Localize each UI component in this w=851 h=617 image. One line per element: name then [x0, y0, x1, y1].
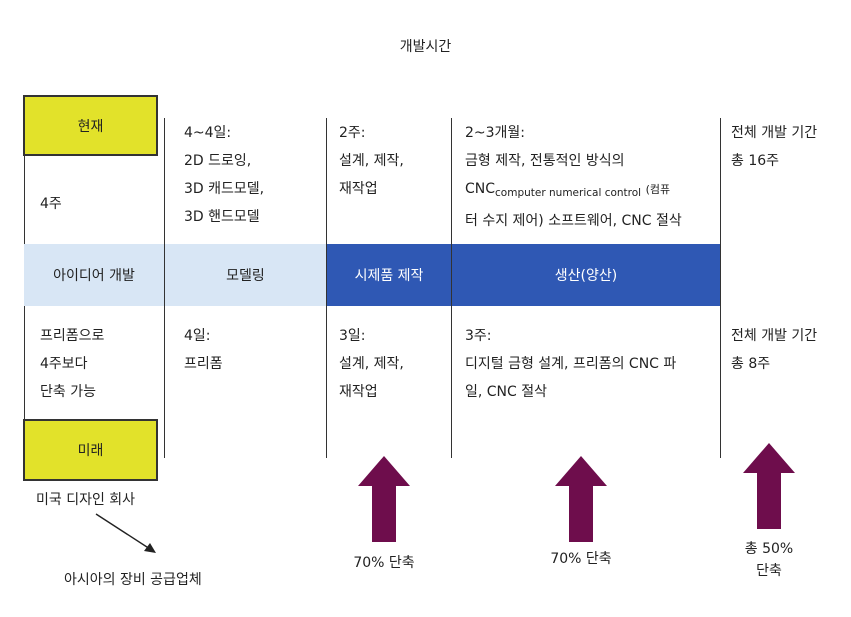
stage-modeling-label: 모델링 [226, 268, 265, 284]
current-label: 현재 [77, 118, 104, 135]
stage-prototype-label: 시제품 제작 [354, 268, 424, 284]
future-label-box: 미래 [23, 419, 158, 481]
divider-col3 [326, 118, 327, 458]
future-production-text: 3주: 디지털 금형 설계, 프리폼의 CNC 파 일, CNC 절삭 [465, 328, 677, 400]
supplier-note: 아시아의 장비 공급업체 [64, 572, 202, 588]
future-modeling-text: 4일: 프리폼 [184, 328, 223, 372]
divider-col5 [720, 118, 721, 458]
current-label-box: 현재 [23, 95, 158, 156]
current-production-text: 2~3개월: 금형 제작, 전통적인 방식의 CNCcomputer numer… [465, 125, 682, 229]
future-prototype-text: 3일: 설계, 제작, 재작업 [339, 328, 404, 400]
arrow-up-icon [358, 456, 410, 542]
total-reduction-label: 총 50% 단축 [744, 541, 794, 579]
divider-col4 [451, 118, 452, 458]
current-idea-duration: 4주 [40, 196, 62, 212]
production-reduction-label: 70% 단축 [550, 551, 612, 567]
stage-prototype: 시제품 제작 [327, 244, 451, 306]
future-total-text: 전체 개발 기간 총 8주 [731, 328, 818, 372]
current-modeling-text: 4~4일: 2D 드로잉, 3D 캐드모델, 3D 핸드모델 [184, 125, 265, 225]
arrow-up-icon [555, 456, 607, 542]
future-label: 미래 [77, 443, 104, 459]
prototype-reduction-label: 70% 단축 [353, 555, 415, 571]
stage-idea-label: 아이디어 개발 [53, 268, 135, 284]
arrow-diagonal-icon [95, 513, 156, 553]
current-total-text: 전체 개발 기간 총 16주 [731, 125, 818, 169]
diagram-title: 개발시간 [399, 39, 452, 55]
stage-modeling: 모델링 [165, 244, 326, 306]
company-note: 미국 디자인 회사 [36, 492, 136, 508]
current-prototype-text: 2주: 설계, 제작, 재작업 [339, 125, 404, 197]
arrow-up-icon [743, 443, 795, 529]
stage-idea: 아이디어 개발 [24, 244, 164, 306]
divider-col2 [164, 118, 165, 458]
stage-production-label: 생산(양산) [554, 268, 618, 284]
future-idea-text: 프리폼으로 4주보다 단축 가능 [40, 328, 105, 400]
stage-production: 생산(양산) [452, 244, 720, 306]
